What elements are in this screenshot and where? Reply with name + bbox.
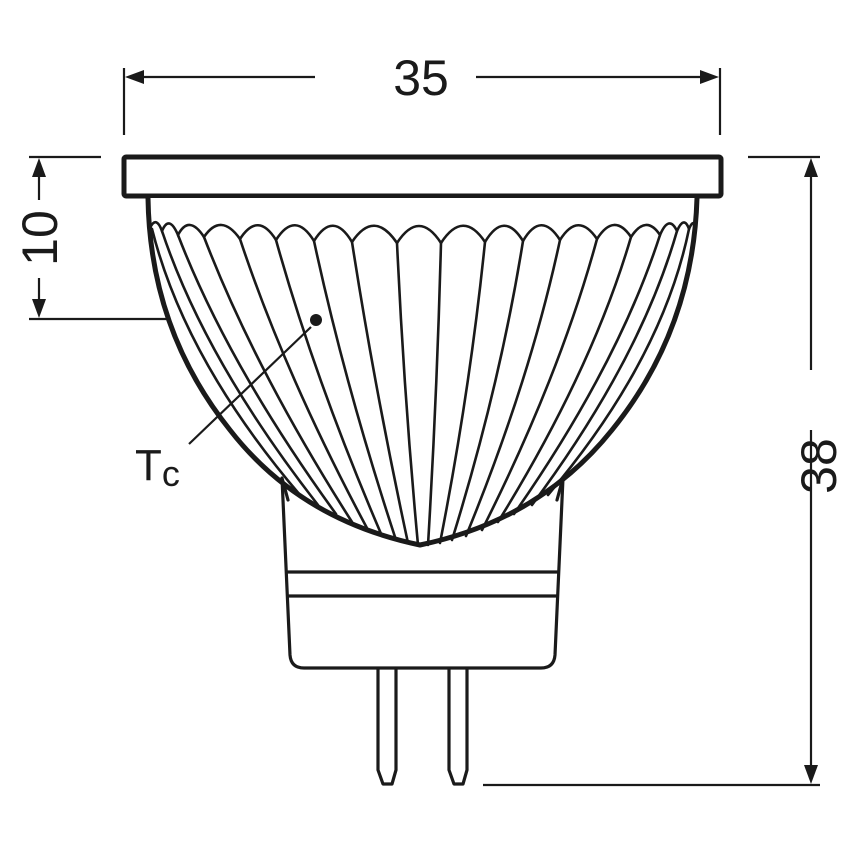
arrowhead-down-icon: [32, 299, 46, 318]
dimension-tc-height: 10: [12, 155, 290, 321]
tc-leader-line: [188, 326, 312, 445]
base-outline: [280, 476, 565, 670]
arrowhead-right-icon: [700, 70, 719, 84]
base-right-edge-top: [555, 476, 565, 502]
pins: [376, 667, 469, 786]
dimension-tc-height-label: 10: [12, 210, 68, 266]
reflector-scallops: [148, 220, 698, 246]
pin-left: [376, 667, 398, 786]
tc-point-icon: [310, 314, 322, 326]
tc-label: Tc: [135, 441, 180, 494]
tc-marker: Tc: [135, 314, 322, 494]
base: [280, 476, 565, 670]
arrowhead-up-icon: [32, 158, 46, 177]
arrowhead-down-right-icon: [804, 765, 818, 784]
reflector-body: [145, 195, 700, 548]
dimension-total-height: 38: [483, 155, 847, 787]
dimension-width: 35: [122, 50, 722, 135]
arrowhead-left-icon: [125, 70, 144, 84]
reflector-ribs: [150, 227, 691, 547]
dimension-total-height-label: 38: [791, 438, 847, 494]
arrowhead-up-right-icon: [804, 158, 818, 177]
front-rim: [121, 154, 724, 199]
base-left-edge-top: [280, 476, 290, 502]
reflector-fill: [148, 198, 697, 545]
reflector-outline: [145, 195, 700, 548]
pin-right: [447, 667, 469, 786]
dimension-width-label: 35: [393, 50, 449, 106]
